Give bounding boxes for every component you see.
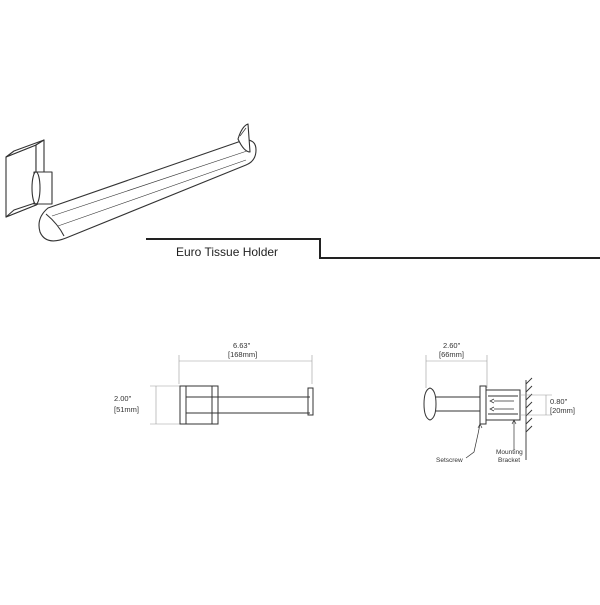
- front-post: [185, 396, 213, 414]
- setscrew-leader: [465, 423, 483, 459]
- front-outline: [179, 385, 314, 425]
- length-metric: [168mm]: [228, 350, 257, 359]
- side-end-cap: [423, 387, 437, 421]
- title-rule: [146, 238, 600, 259]
- height-metric: [51mm]: [114, 405, 139, 414]
- product-illustration: [5, 123, 257, 242]
- projection-dimension: [425, 355, 488, 388]
- side-flange: [479, 385, 487, 425]
- bracket-leader: [511, 419, 517, 450]
- bracket-depth-metric: [20mm]: [550, 406, 575, 415]
- end-cap: [237, 123, 251, 153]
- bracket-depth-dimension: [520, 394, 552, 416]
- bracket-label-line1: Mounting: [496, 449, 523, 456]
- wall-hatch: [525, 377, 533, 460]
- paper-rod: [38, 139, 257, 242]
- title-banner: Euro Tissue Holder: [146, 238, 600, 259]
- height-dimension: [150, 385, 186, 425]
- front-wall-plate: [179, 385, 219, 425]
- screw-icon: [489, 398, 514, 412]
- setscrew-label: Setscrew: [436, 457, 463, 464]
- side-elevation: 2.60" [66mm]: [423, 341, 575, 464]
- front-elevation: 2.00" [51mm] 6.63" [168mm]: [114, 341, 314, 425]
- side-outline: [423, 385, 521, 425]
- length-dimension: [178, 355, 313, 384]
- side-mounting-bracket: [485, 389, 521, 421]
- stem-post: [31, 171, 53, 205]
- product-title: Euro Tissue Holder: [176, 245, 278, 259]
- projection-metric: [66mm]: [439, 350, 464, 359]
- bracket-label-line2: Bracket: [498, 457, 520, 464]
- bracket-depth-imperial: 0.80": [550, 397, 568, 406]
- length-imperial: 6.63": [233, 341, 251, 350]
- height-imperial: 2.00": [114, 394, 132, 403]
- front-end-cap: [307, 387, 314, 416]
- projection-imperial: 2.60": [443, 341, 461, 350]
